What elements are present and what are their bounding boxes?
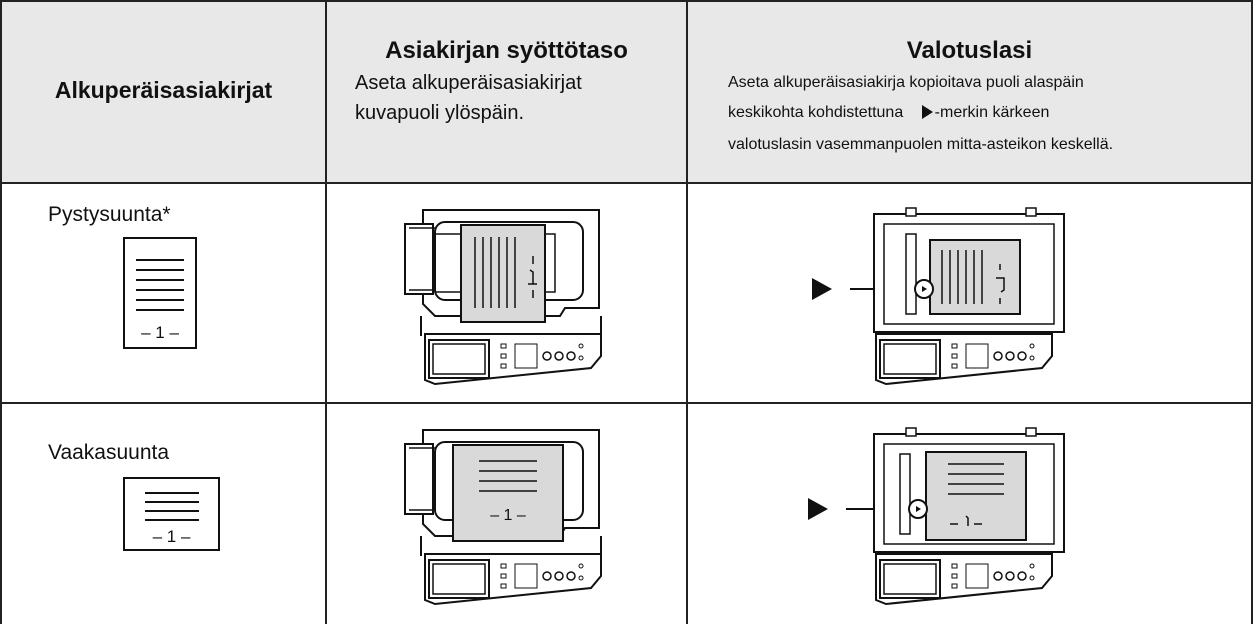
col-glass-text-line3: valotuslasin vasemmanpuolen mitta-asteik… — [728, 136, 1114, 153]
header-cell-originals — [2, 0, 325, 182]
col-feeder-text-line2: kuvapuoli ylöspäin. — [355, 102, 524, 124]
portrait-page-number: – 1 – — [141, 323, 179, 342]
col-feeder-text-line1: Aseta alkuperäisasiakirjat — [355, 72, 582, 94]
col-feeder-title: Asiakirjan syöttötaso — [385, 37, 628, 64]
header-cell-glass — [688, 0, 1251, 182]
col-glass-title: Valotuslasi — [906, 37, 1033, 64]
table-border-left — [0, 0, 2, 624]
header-divider — [0, 182, 1253, 184]
col-originals-title: Alkuperäisasiakirjat — [54, 77, 273, 103]
col-glass-text-line2-start: keskikohta kohdistettuna — [728, 104, 904, 121]
row-landscape-label: Vaakasuunta — [48, 441, 170, 464]
col-glass-text-line1: Aseta alkuperäisasiakirja kopioitava puo… — [728, 74, 1084, 91]
row-portrait-label: Pystysuunta* — [48, 203, 171, 226]
row-divider — [0, 402, 1253, 404]
header-cell-feeder — [327, 0, 686, 182]
feeder-portrait-illustration — [404, 209, 602, 386]
table-border-top — [0, 0, 1253, 2]
table-border-right — [1251, 0, 1253, 624]
landscape-page-icon: – 1 – — [123, 477, 220, 551]
glass-portrait-illustration — [812, 207, 1065, 386]
col-glass-text-line2-end: -merkin kärkeen — [934, 104, 1050, 121]
portrait-page-icon: – 1 – — [123, 237, 197, 349]
col-glass-text-line2: keskikohta kohdistettuna -merkin kärkeen — [728, 104, 1049, 122]
column-divider-1 — [325, 0, 327, 624]
column-divider-2 — [686, 0, 688, 624]
svg-text:– 1 –: – 1 – — [490, 507, 526, 524]
feeder-landscape-illustration: – 1 – — [404, 429, 602, 606]
glass-landscape-illustration — [808, 427, 1065, 606]
triangle-marker-icon — [921, 105, 933, 119]
landscape-page-number: – 1 – — [152, 527, 191, 546]
